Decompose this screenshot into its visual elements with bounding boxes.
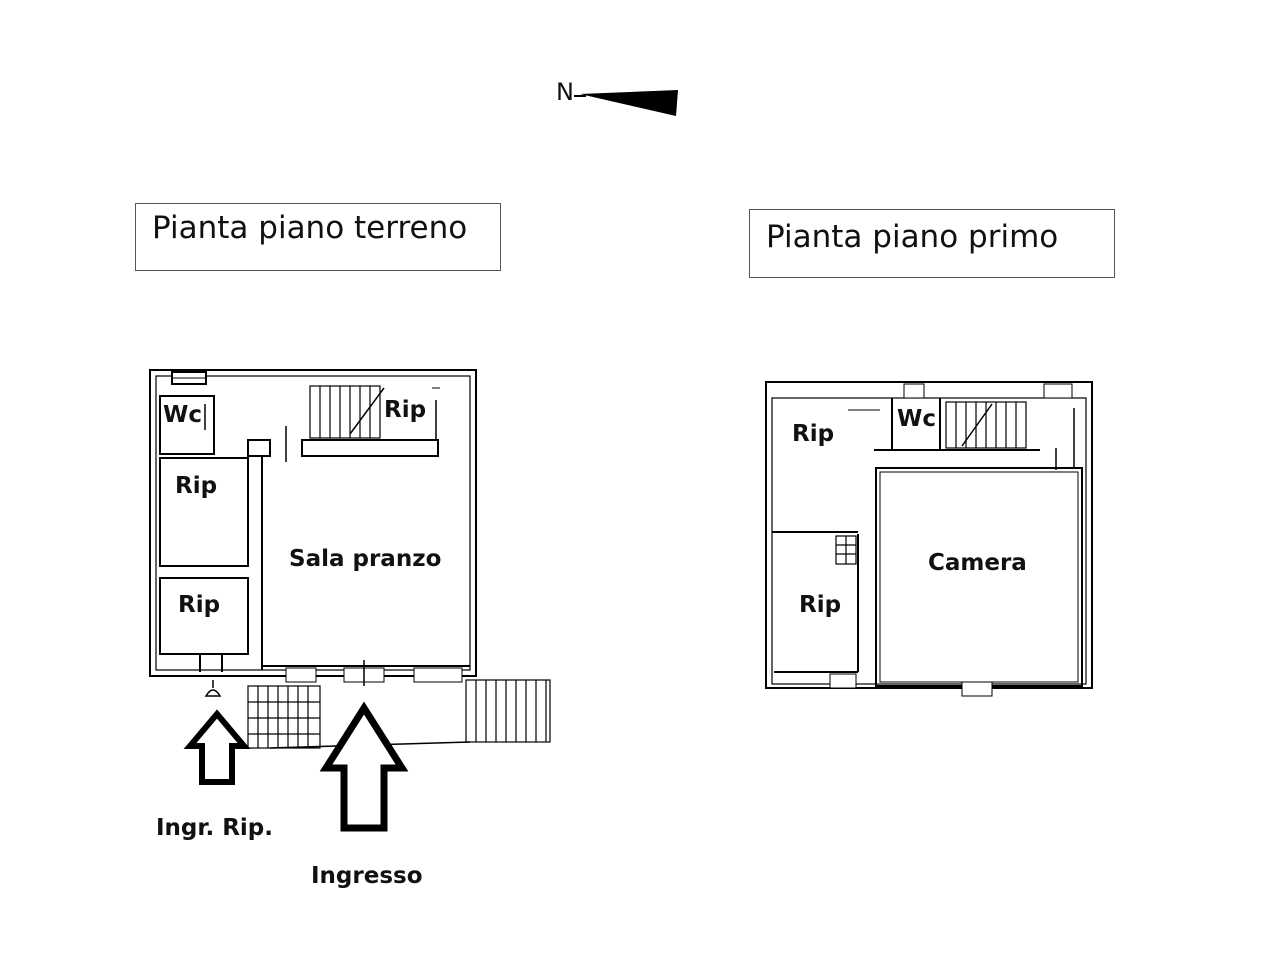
north-arrow (574, 90, 678, 116)
storage-entrance-label: Ingr. Rip. (156, 815, 273, 841)
ground-rip-top-label: Rip (384, 397, 427, 423)
ground-floor-inner-stairs (309, 385, 385, 439)
first-wc-label: Wc (897, 406, 937, 432)
ground-wc-label: Wc (163, 402, 203, 428)
light-fixture-icon (204, 680, 222, 697)
ground-floor-title: Pianta piano terreno (152, 210, 468, 246)
main-entrance-label: Ingresso (311, 863, 423, 889)
ground-floor-title-box (135, 203, 501, 271)
first-rip-low-label: Rip (799, 592, 842, 618)
ground-floor-plan (149, 369, 477, 686)
first-floor-title: Pianta piano primo (766, 219, 1059, 255)
ground-floor-exterior-stairs (247, 679, 551, 749)
first-floor-plan (765, 381, 1093, 697)
main-entrance-arrow-icon (319, 701, 409, 832)
north-label: N (556, 78, 574, 106)
storage-entrance-arrow-icon (183, 709, 251, 785)
ground-rip-mid-label: Rip (175, 473, 218, 499)
first-rip-top-label: Rip (792, 421, 835, 447)
dining-room-label: Sala pranzo (289, 546, 442, 572)
ground-rip-low-label: Rip (178, 592, 221, 618)
bedroom-label: Camera (928, 550, 1027, 576)
first-floor-stairs (835, 401, 1027, 565)
first-floor-title-box (749, 209, 1115, 278)
